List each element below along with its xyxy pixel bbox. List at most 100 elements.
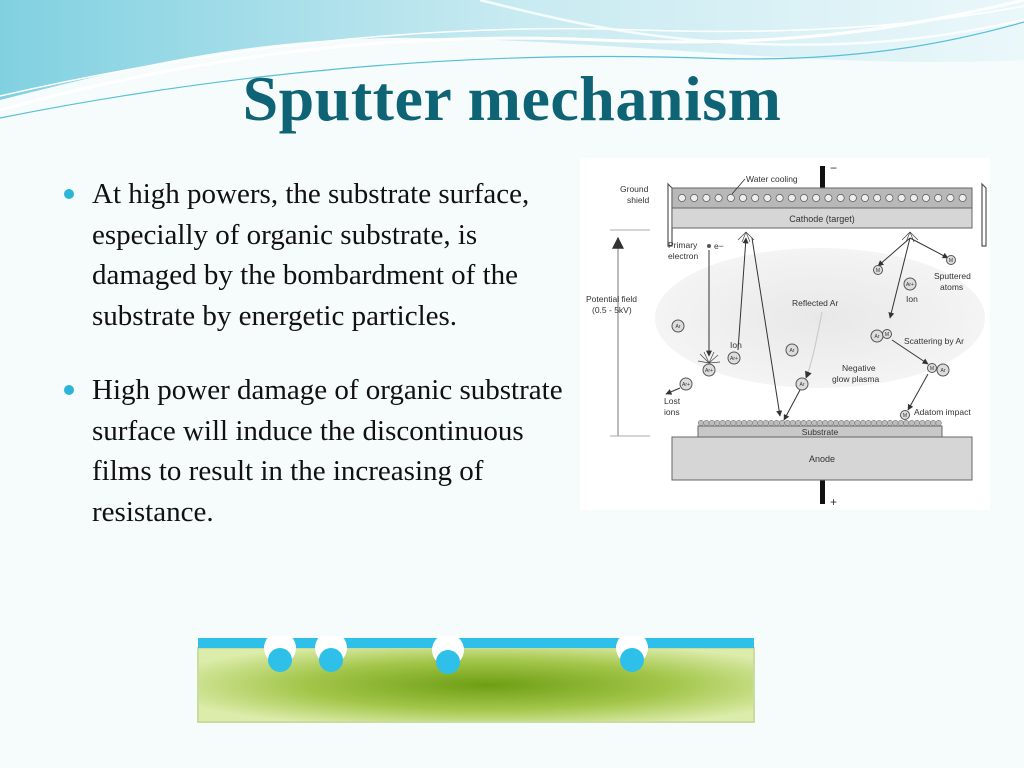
bullet-text: At high powers, the substrate surface, e… — [92, 178, 530, 332]
film-atom — [703, 419, 710, 427]
cooling-hole — [958, 194, 967, 202]
water-cooling-label: Water cooling — [746, 174, 798, 184]
electron-dot — [707, 244, 711, 248]
cooling-hole — [678, 194, 686, 202]
film-atom — [741, 419, 748, 427]
m-atom — [946, 255, 956, 265]
ion-path — [737, 237, 749, 351]
droplet-icon — [315, 636, 347, 672]
m-atom-label: M — [930, 366, 934, 372]
film-atom — [746, 419, 753, 427]
anode-label: Anode — [809, 454, 835, 464]
reflected-path — [751, 237, 783, 417]
film-atom — [816, 419, 823, 427]
film-atom — [930, 419, 937, 427]
m-atom-label: M — [949, 258, 953, 264]
ar-atom-label: Ar — [941, 368, 946, 374]
film-atom — [886, 419, 894, 427]
lost-ions-label: ions — [664, 407, 680, 417]
film-atom — [778, 419, 786, 427]
film-atom — [735, 419, 742, 427]
negative-glow-label: Negative — [842, 363, 876, 373]
cooling-hole — [812, 194, 821, 202]
film-atom — [876, 419, 883, 427]
film-atom — [935, 419, 942, 427]
cooling-hole — [885, 194, 894, 202]
bullet-dot-icon — [64, 189, 74, 199]
film-atom — [697, 419, 705, 427]
film-atom — [897, 419, 904, 427]
sputter-path — [888, 237, 911, 319]
film-atom — [757, 419, 764, 427]
film-atom — [724, 419, 732, 427]
minus-sign: − — [830, 161, 837, 175]
ar-atom — [785, 343, 799, 357]
ar-ion — [727, 351, 741, 365]
adatom-impact-label: Adatom impact — [914, 407, 971, 417]
m-atom-label: M — [876, 268, 880, 274]
water-cooling-leader — [731, 178, 746, 195]
cooling-hole — [836, 194, 845, 202]
m-atom — [882, 329, 892, 339]
film-atom — [768, 419, 775, 427]
m-atom-label: M — [885, 332, 889, 338]
bullet-item: At high powers, the substrate surface, e… — [62, 174, 572, 336]
ar-atom-label: Ar — [790, 348, 795, 354]
ion-left-label: Ion — [730, 340, 742, 350]
water-cooling-holes — [678, 194, 967, 202]
cathode-target — [671, 207, 973, 229]
cooling-hole — [751, 194, 760, 202]
sputter-path — [909, 237, 949, 259]
film-atom — [854, 419, 861, 427]
cooling-hole — [690, 194, 699, 202]
film-atom — [881, 419, 888, 427]
ar-atom — [936, 363, 950, 377]
bullet-item: High power damage of organic substrate s… — [62, 370, 572, 532]
potential-field-label: (0.5 - 5kV) — [592, 305, 632, 315]
ar-ion — [702, 363, 716, 377]
film-atom — [795, 419, 802, 427]
impact-burst — [737, 231, 919, 243]
m-atom — [927, 363, 937, 373]
m-atom — [873, 265, 883, 275]
film-atom — [924, 419, 931, 427]
cooling-hole — [873, 194, 882, 202]
cathode-label: Cathode (target) — [789, 214, 855, 224]
deposited-film — [697, 419, 942, 427]
cooling-hole — [800, 194, 808, 202]
cooling-hole — [726, 194, 735, 202]
cooling-hole — [763, 194, 772, 202]
film-atom — [892, 419, 899, 427]
cooling-hole — [714, 194, 723, 202]
reflected-path — [783, 389, 801, 421]
cooling-hole — [897, 194, 906, 202]
film-atom — [789, 419, 796, 427]
ar-atom — [795, 377, 809, 391]
film-atom — [913, 419, 921, 427]
film-atom — [708, 419, 715, 427]
film-atom — [865, 419, 872, 427]
ar-ion-label: Ar+ — [682, 382, 690, 388]
film-atom — [751, 419, 759, 427]
m-atom-label: M — [903, 413, 907, 419]
cooling-hole — [922, 194, 930, 202]
ground-shield-label: shield — [627, 195, 649, 205]
negative-glow-label: glow plasma — [832, 374, 880, 384]
film-atom — [719, 419, 726, 427]
film-atom — [822, 419, 829, 427]
ar-ion-label: Ar+ — [705, 368, 713, 374]
ar-atom-label: Ar — [676, 324, 681, 330]
bullet-text: High power damage of organic substrate s… — [92, 374, 563, 528]
lost-ions-label: Lost — [664, 396, 681, 406]
substrate-label: Substrate — [802, 427, 839, 437]
film-atom — [730, 419, 737, 427]
cooling-hole — [861, 194, 869, 202]
film-atom — [800, 419, 807, 427]
droplet-icon — [616, 636, 648, 672]
sputtered-atoms-label: Sputtered — [934, 271, 971, 281]
bullet-dot-icon — [64, 385, 74, 395]
m-atom — [900, 410, 910, 420]
film-atom — [827, 419, 834, 427]
primary-electron-label: Primary — [668, 240, 698, 250]
cooling-hole — [946, 194, 955, 202]
